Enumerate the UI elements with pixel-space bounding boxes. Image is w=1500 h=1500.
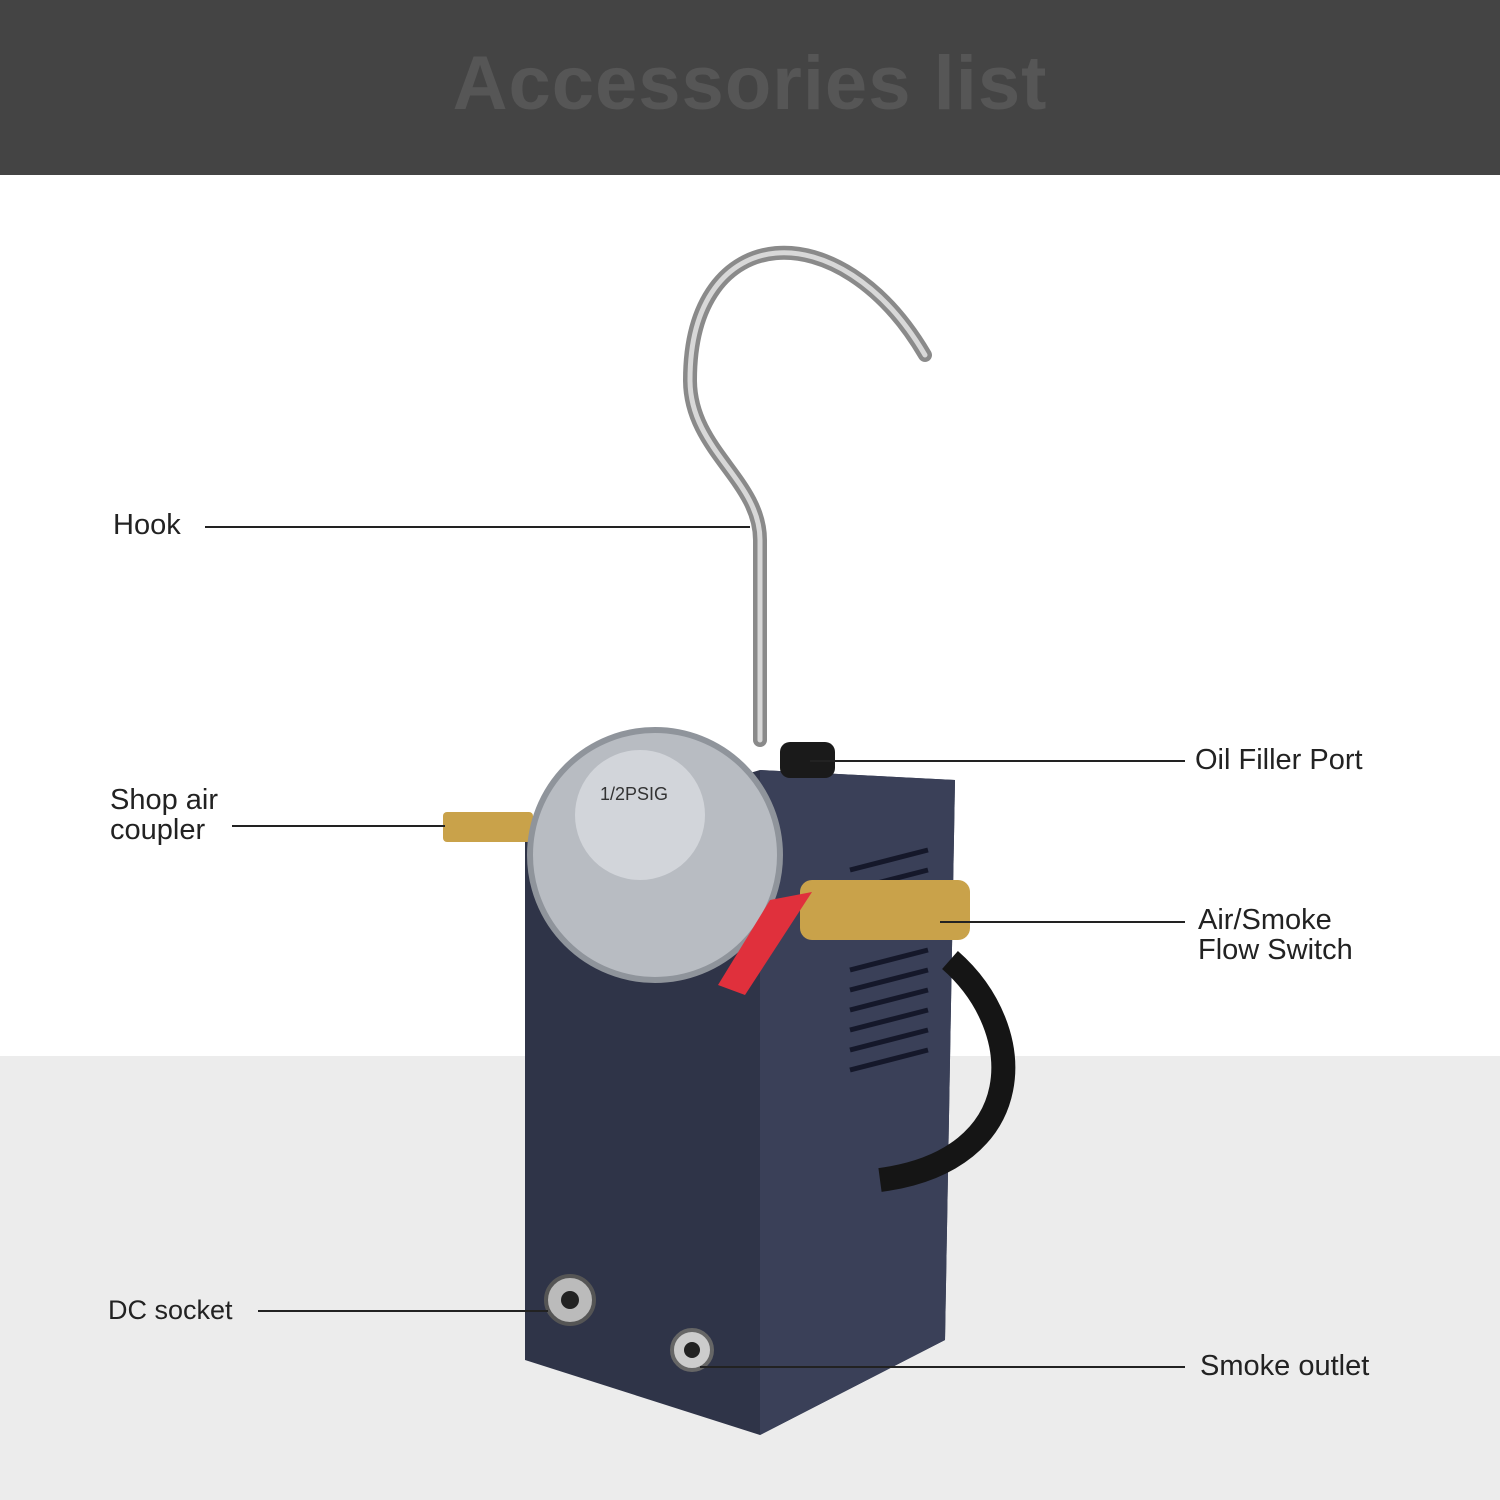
flow-valve-body: [800, 880, 970, 940]
hook-leader-line: [205, 526, 750, 528]
smoke-outlet-label: Smoke outlet: [1200, 1350, 1370, 1382]
header-banner: Accessories list: [0, 0, 1500, 175]
oil-filler-port-label: Oil Filler Port: [1195, 744, 1363, 776]
shop-air-coupler-label-line2: coupler: [110, 814, 206, 846]
dc-socket-label: DC socket: [108, 1295, 233, 1325]
hook-label: Hook: [113, 509, 181, 541]
flow-switch-label-line1: Air/Smoke: [1198, 904, 1332, 936]
flow-switch-label-line2: Flow Switch: [1198, 934, 1353, 966]
smoke-outlet-leader-line: [700, 1366, 1185, 1368]
oil-filler-port-leader-line: [810, 760, 1185, 762]
shop-air-coupler-leader-line: [232, 825, 445, 827]
shop-air-coupler-label-line1: Shop air: [110, 784, 219, 816]
shop-air-coupler-label: Shop air coupler: [110, 785, 218, 845]
page-title: Accessories list: [452, 41, 1048, 126]
hose: [878, 950, 1016, 1192]
regulator-label: 1/2PSIG: [600, 784, 668, 804]
hook: [682, 245, 932, 747]
oil-filler-cap: [780, 742, 835, 778]
dc-socket-leader-line: [258, 1310, 548, 1312]
vent-slots: [849, 847, 929, 1073]
flow-switch-label: Air/Smoke Flow Switch: [1198, 905, 1353, 965]
flow-switch-leader-line: [940, 921, 1185, 923]
shop-air-coupler: [443, 812, 533, 842]
valve-handle: [718, 892, 812, 995]
